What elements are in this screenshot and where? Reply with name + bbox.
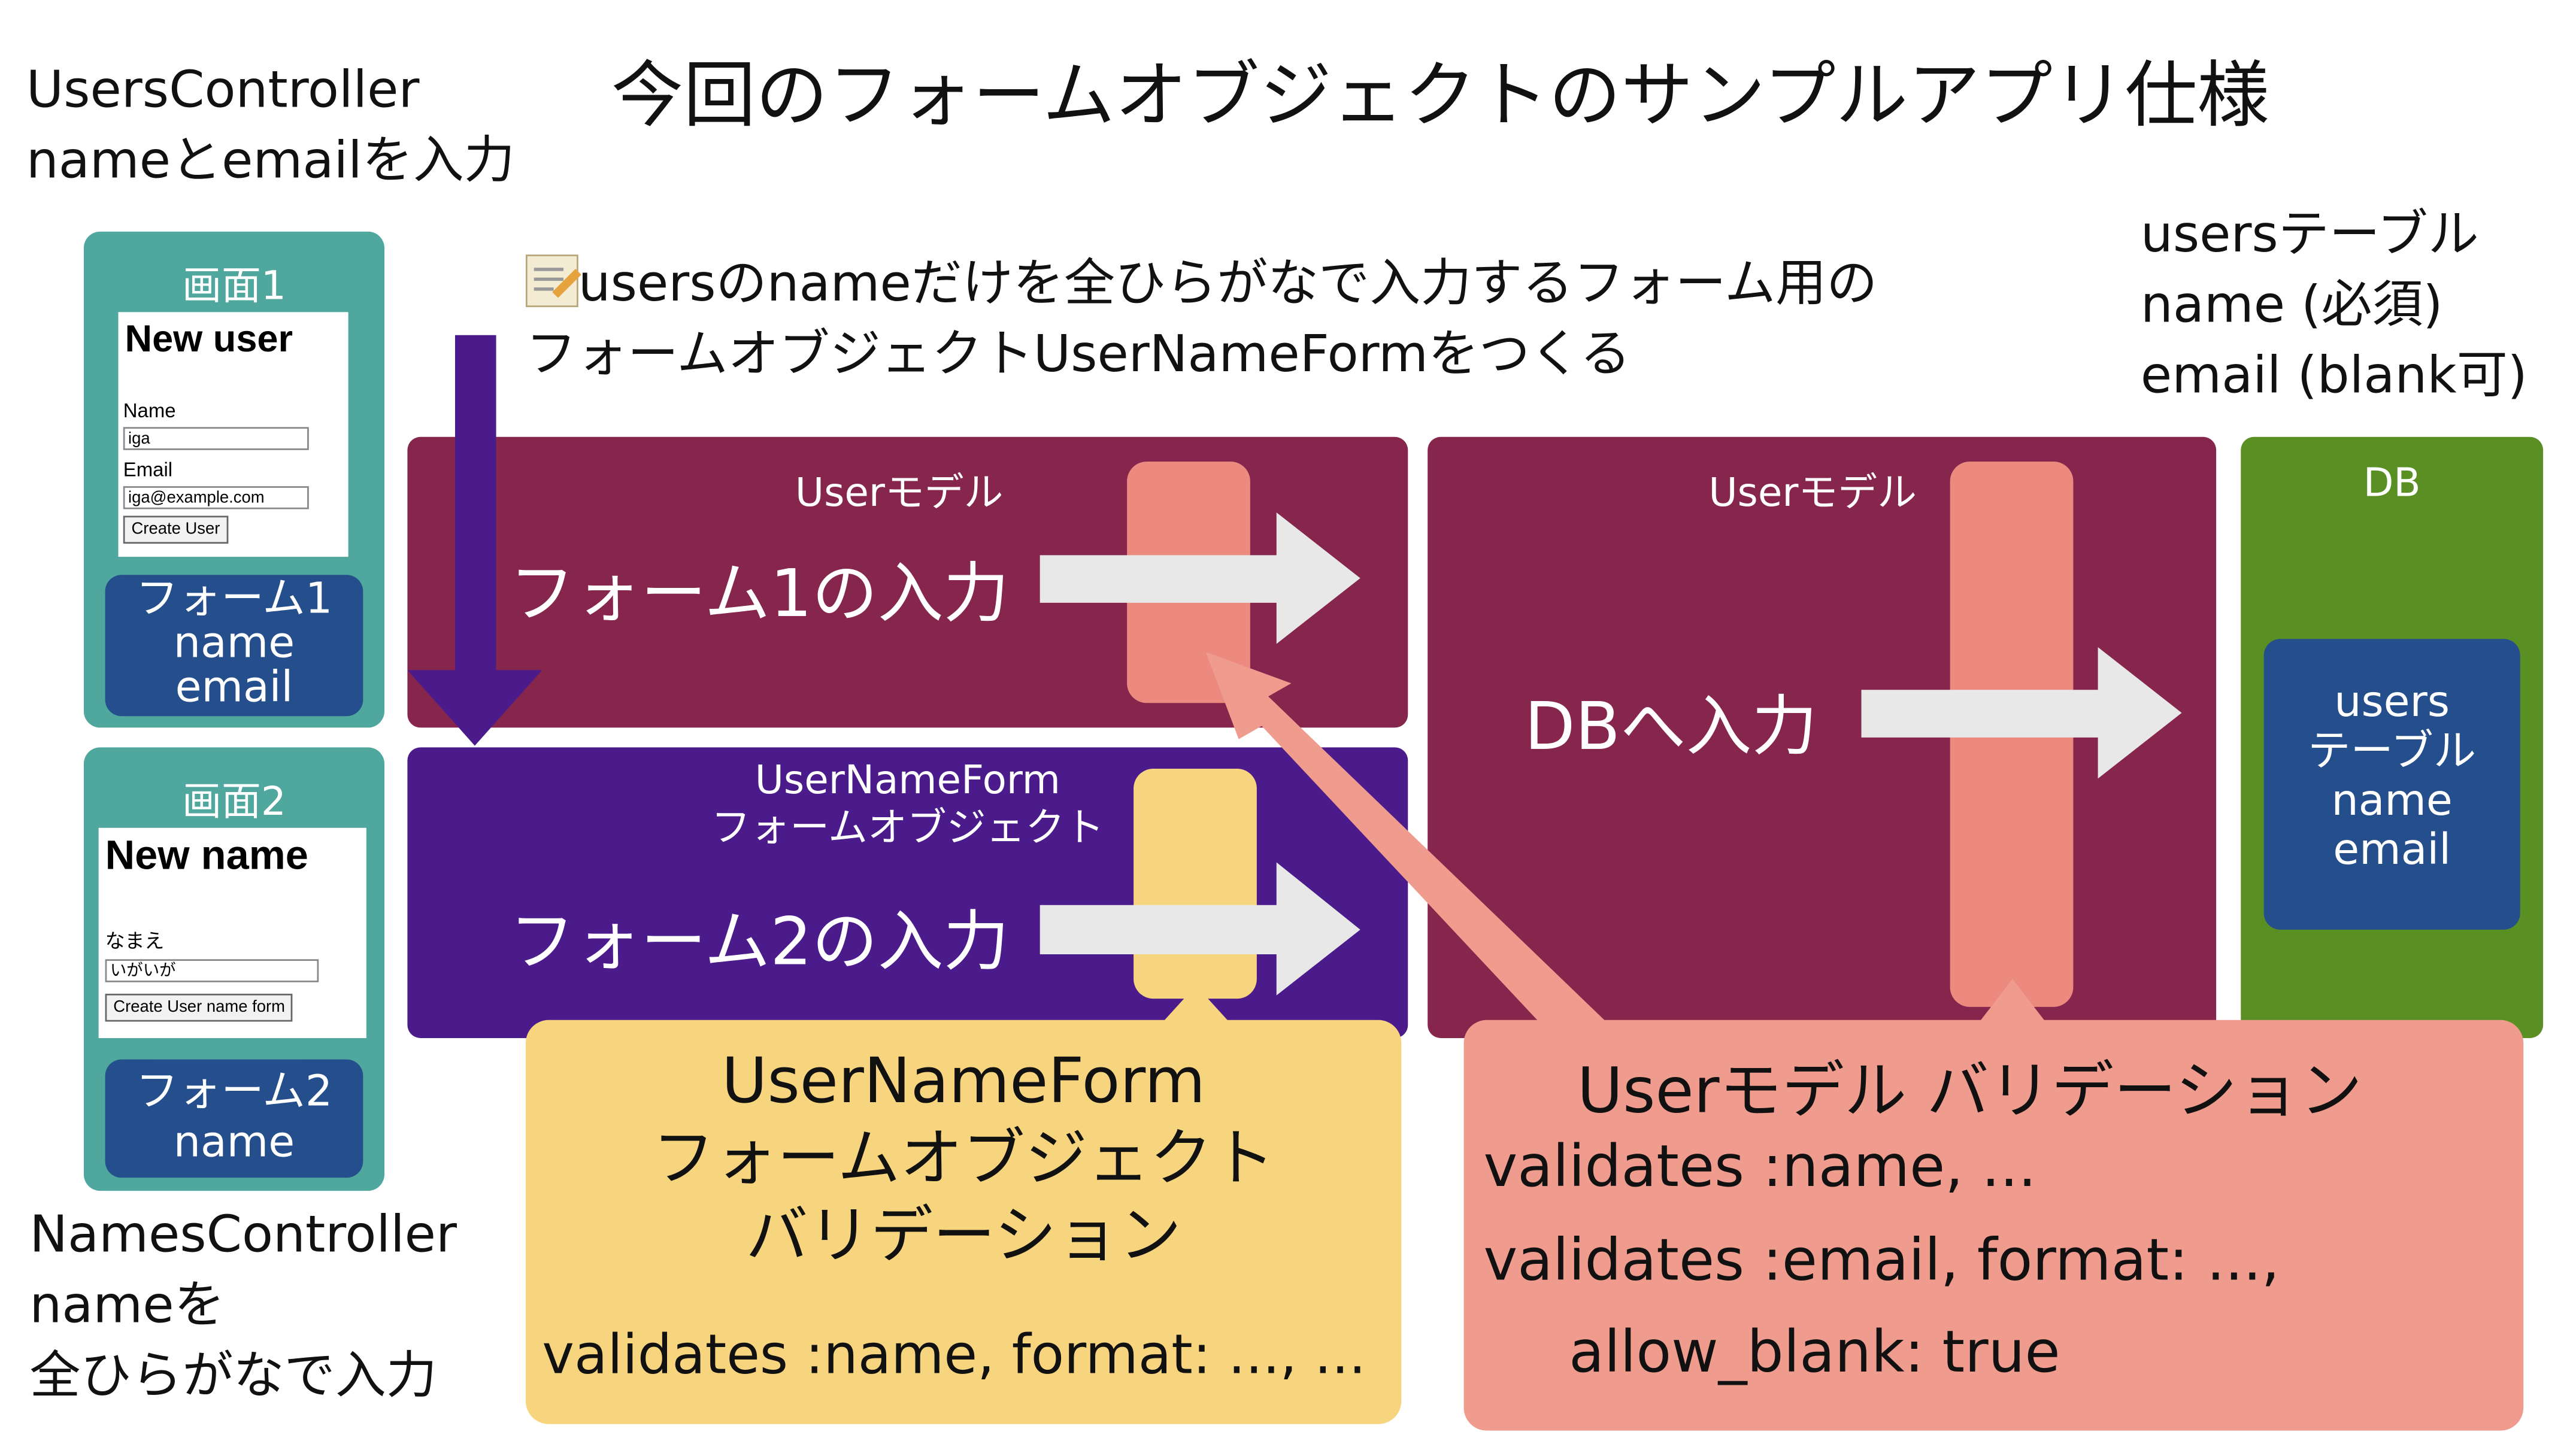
screen1-heading: New user: [125, 317, 293, 360]
user-model-1-header: Userモデル: [795, 469, 1004, 516]
model-validation-box: Userモデル バリデーション validates :name, ... val…: [1463, 1020, 2524, 1431]
screen1-create-button[interactable]: Create User: [123, 515, 229, 544]
screen1-email-label: Email: [123, 458, 173, 481]
model-validation-code-1: validates :name, ...: [1483, 1134, 2036, 1201]
form1-input-label: フォーム1の入力: [509, 557, 1010, 633]
page-title: 今回のフォームオブジェクトのサンプルアプリ仕様: [611, 54, 2269, 138]
screen1-name-label: Name: [123, 399, 176, 423]
validation-title-1: UserNameForm: [722, 1044, 1206, 1117]
db-header: DB: [2363, 460, 2421, 506]
form-object-header: UserNameForm フォームオブジェクト: [711, 757, 1105, 851]
form2-box: フォーム2 name: [105, 1059, 363, 1178]
db-spec-label: usersテーブル name (必須) email (blank可): [2140, 205, 2527, 406]
diagonal-arrow: [1205, 652, 1623, 1038]
db-input-label: DBへ入力: [1525, 690, 1818, 766]
form-validation-code: validates :name, format: ..., ...: [542, 1322, 1366, 1387]
screen1-email-input[interactable]: iga@example.com: [123, 486, 309, 509]
user-model-2-header: Userモデル: [1708, 469, 1917, 516]
screen1-name-input[interactable]: iga: [123, 427, 309, 450]
screen2-heading: New name: [105, 833, 308, 879]
validation-title-3: バリデーション: [745, 1199, 1181, 1272]
salmon-pointer: [1980, 979, 2045, 1022]
screen2-header: 画面2: [182, 778, 286, 825]
users-controller-label: UsersController nameとemailを入力: [26, 60, 515, 191]
yellow-pointer: [1163, 985, 1229, 1022]
down-arrow: [407, 335, 543, 746]
model-validation-code-3: allow_blank: true: [1569, 1320, 2060, 1387]
arrow-form2-input: [1040, 862, 1360, 996]
names-controller-label: NamesController nameを 全ひらがなで入力: [29, 1205, 457, 1406]
memo-icon: [525, 254, 581, 308]
screen2-mock-form: New name なまえ いがいが Create User name form: [98, 827, 366, 1038]
arrow-form1-input: [1040, 512, 1360, 644]
screen1-header: 画面1: [182, 262, 286, 309]
form2-input-label: フォーム2の入力: [509, 905, 1010, 981]
db-users-table-box: [2263, 639, 2520, 930]
screen2-create-button[interactable]: Create User name form: [105, 993, 293, 1022]
arrow-db-input: [1861, 647, 2182, 779]
model-validation-code-2: validates :email, format: ...,: [1483, 1228, 2280, 1294]
model-validation-title: Userモデル バリデーション: [1577, 1054, 2363, 1127]
screen1-mock-form: New user Name iga Email iga@example.com …: [118, 312, 348, 557]
form1-box: フォーム1 name email: [105, 575, 363, 717]
db-users-table-label: users テーブル name email: [2308, 678, 2477, 876]
screen2-panel: 画面2 New name なまえ いがいが Create User name f…: [83, 747, 385, 1191]
validation-title-2: フォームオブジェクト: [652, 1121, 1275, 1194]
form-object-validation-box: UserNameForm フォームオブジェクト バリデーション validate…: [525, 1020, 1402, 1424]
screen1-panel: 画面1 New user Name iga Email iga@example.…: [83, 231, 385, 728]
screen2-name-input[interactable]: いがいが: [105, 959, 319, 982]
screen2-name-label: なまえ: [105, 929, 165, 953]
memo-note: usersのnameだけを全ひらがなで入力するフォーム用の フォームオブジェクト…: [525, 254, 1878, 385]
